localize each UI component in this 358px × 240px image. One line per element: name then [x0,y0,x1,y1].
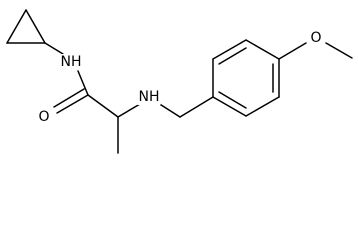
bond-nh-carbonyl [77,70,89,96]
bond-ring-inner-3 [218,91,247,109]
bond-ring-ether [278,42,307,60]
bond-carbonyl-double-1 [56,94,89,114]
bond-ether-methyl [325,42,353,59]
bond-alpha-nh [117,103,141,118]
bond-ring-inner-1 [218,47,247,65]
bond-cyclopropyl-2 [6,9,27,44]
bond-ring-6 [212,96,247,117]
bond-ring-2 [212,39,247,60]
bond-layer [6,9,353,154]
atom-label-amine-nh: NH [137,89,161,105]
atom-label-amide-nh: NH [59,54,83,70]
atom-label-ether-o: O [309,30,323,46]
bond-nh-ch2 [157,102,181,118]
bond-carbonyl-double-2 [53,88,85,108]
bond-cyclopropyl-3 [25,9,46,44]
structure-diagram: NH NH O O [6,9,353,154]
bond-cyclopropyl-nh [44,42,64,55]
bond-carbonyl-alpha [87,94,119,118]
bond-ring-3 [245,39,280,60]
atom-label-carbonyl-o: O [37,109,51,125]
bond-ring-5 [245,96,280,117]
bond-ch2-ring [179,96,214,118]
